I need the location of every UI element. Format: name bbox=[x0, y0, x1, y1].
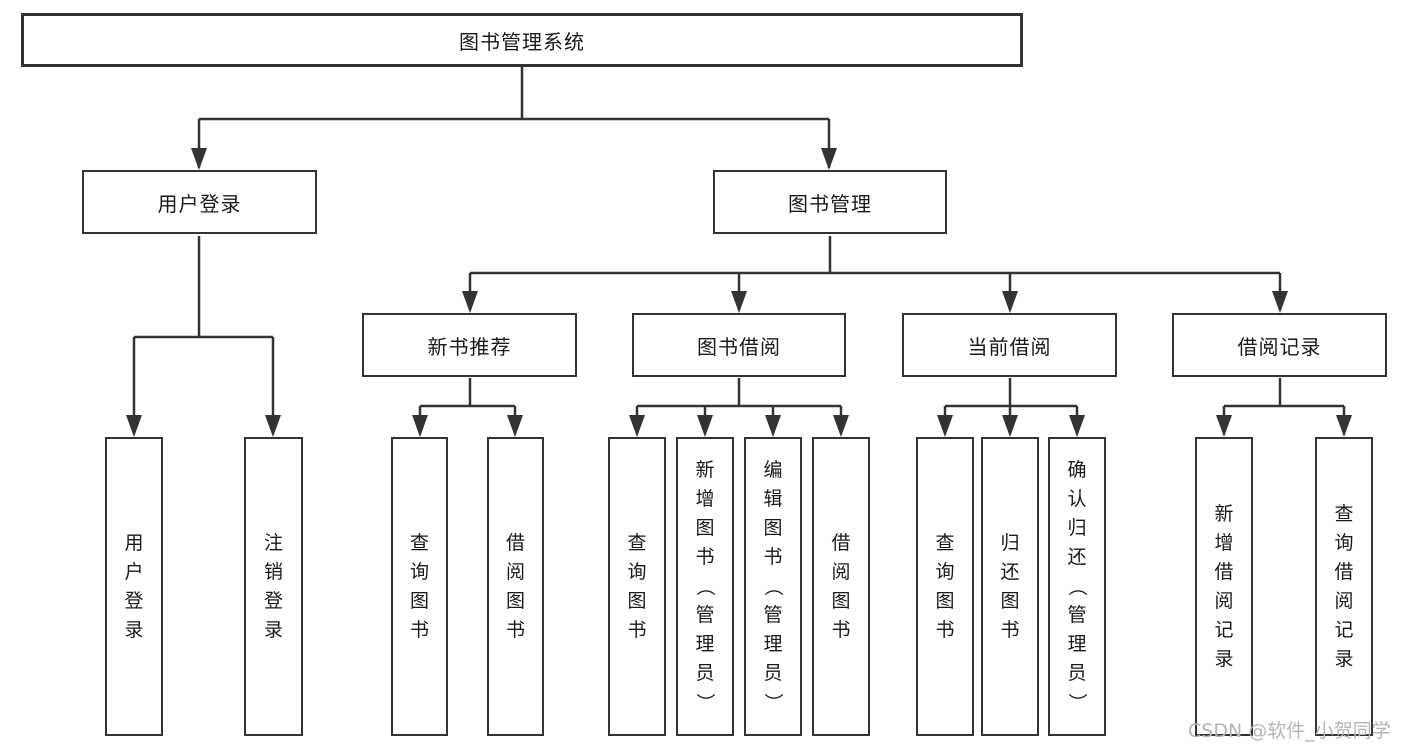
leaf-borrow-books-1: 借阅图书 bbox=[487, 437, 544, 736]
node-book-borrowing: 图书借阅 bbox=[632, 313, 846, 377]
node-borrowing-records: 借阅记录 bbox=[1172, 313, 1387, 377]
node-label: 查询图书 bbox=[627, 531, 647, 641]
leaf-query-books-2: 查询图书 bbox=[608, 437, 666, 736]
node-label: 新增借阅记录 bbox=[1214, 502, 1234, 670]
node-label: 查询图书 bbox=[409, 531, 429, 641]
node-label: 注销登录 bbox=[263, 531, 283, 641]
leaf-query-books-3: 查询图书 bbox=[916, 437, 974, 736]
node-label: 确认归还（管理员） bbox=[1066, 459, 1089, 713]
node-label: 当前借阅 bbox=[967, 334, 1052, 359]
leaf-user-login: 用户登录 bbox=[105, 437, 163, 736]
leaf-confirm-return-admin: 确认归还（管理员） bbox=[1048, 437, 1106, 736]
node-new-book-recommendation: 新书推荐 bbox=[362, 313, 577, 377]
node-label: 借阅图书 bbox=[505, 531, 525, 641]
leaf-add-book-admin: 新增图书（管理员） bbox=[676, 437, 734, 736]
leaf-add-borrow-record: 新增借阅记录 bbox=[1195, 437, 1253, 736]
leaf-return-book: 归还图书 bbox=[981, 437, 1039, 736]
node-user-login: 用户登录 bbox=[82, 170, 317, 234]
node-label: 图书管理系统 bbox=[459, 29, 585, 54]
node-label: 查询借阅记录 bbox=[1334, 502, 1354, 670]
node-label: 编辑图书（管理员） bbox=[762, 459, 785, 713]
leaf-edit-book-admin: 编辑图书（管理员） bbox=[744, 437, 802, 736]
leaf-query-borrow-record: 查询借阅记录 bbox=[1315, 437, 1373, 736]
node-current-borrowing: 当前借阅 bbox=[902, 313, 1117, 377]
node-label: 借阅图书 bbox=[831, 531, 851, 641]
node-library-management-system: 图书管理系统 bbox=[21, 13, 1023, 67]
leaf-borrow-books-2: 借阅图书 bbox=[812, 437, 870, 736]
node-label: 用户登录 bbox=[157, 191, 242, 216]
node-label: 归还图书 bbox=[1000, 531, 1020, 641]
node-label: 借阅记录 bbox=[1237, 334, 1322, 359]
node-label: 用户登录 bbox=[124, 531, 144, 641]
node-label: 新增图书（管理员） bbox=[694, 459, 717, 713]
node-label: 查询图书 bbox=[935, 531, 955, 641]
node-label: 图书借阅 bbox=[697, 334, 781, 359]
node-book-management: 图书管理 bbox=[713, 170, 947, 234]
leaf-logout: 注销登录 bbox=[244, 437, 303, 736]
node-label: 新书推荐 bbox=[427, 334, 512, 359]
leaf-query-books-1: 查询图书 bbox=[391, 437, 448, 736]
csdn-watermark: CSDN @软件_小贺同学 bbox=[1188, 720, 1391, 742]
node-label: 图书管理 bbox=[788, 191, 872, 216]
